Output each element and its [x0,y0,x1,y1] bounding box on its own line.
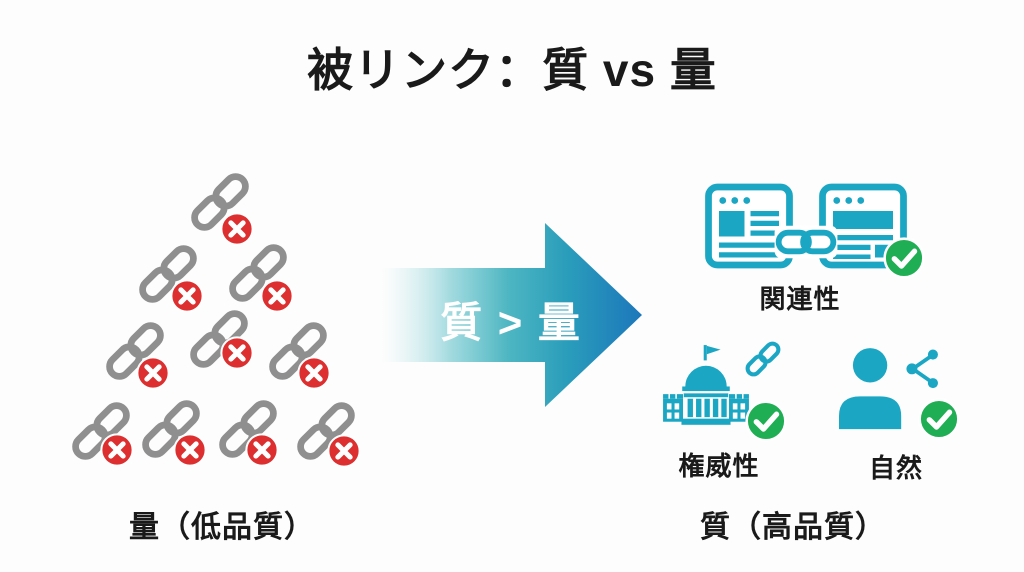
green-check-icon [883,237,925,279]
red-x-icon [136,356,170,390]
red-x-icon [173,433,207,467]
link-chain-icon [740,336,786,382]
quantity-label: 量（低品質） [129,511,315,544]
red-x-icon [327,434,361,468]
quality-label: 質（高品質） [700,511,886,544]
red-x-icon [220,212,254,246]
authority-label: 権威性 [678,451,760,481]
green-check-icon [745,400,787,442]
green-check-icon [918,398,960,440]
red-x-icon [100,433,134,467]
link-chain-icon [774,223,838,261]
quality-over-quantity-arrow [375,223,642,407]
red-x-icon [245,433,279,467]
red-x-icon [297,356,331,390]
share-icon [899,347,945,389]
natural-label: 自然 [868,453,923,483]
red-x-icon [220,336,254,370]
relevance-label: 関連性 [759,284,841,314]
red-x-icon [260,279,294,313]
red-x-icon [170,279,204,313]
arrow-label: 質 > 量 [440,299,582,346]
government-building-icon [660,334,752,442]
page-title: 被リンク：質 vs 量 [307,44,717,96]
